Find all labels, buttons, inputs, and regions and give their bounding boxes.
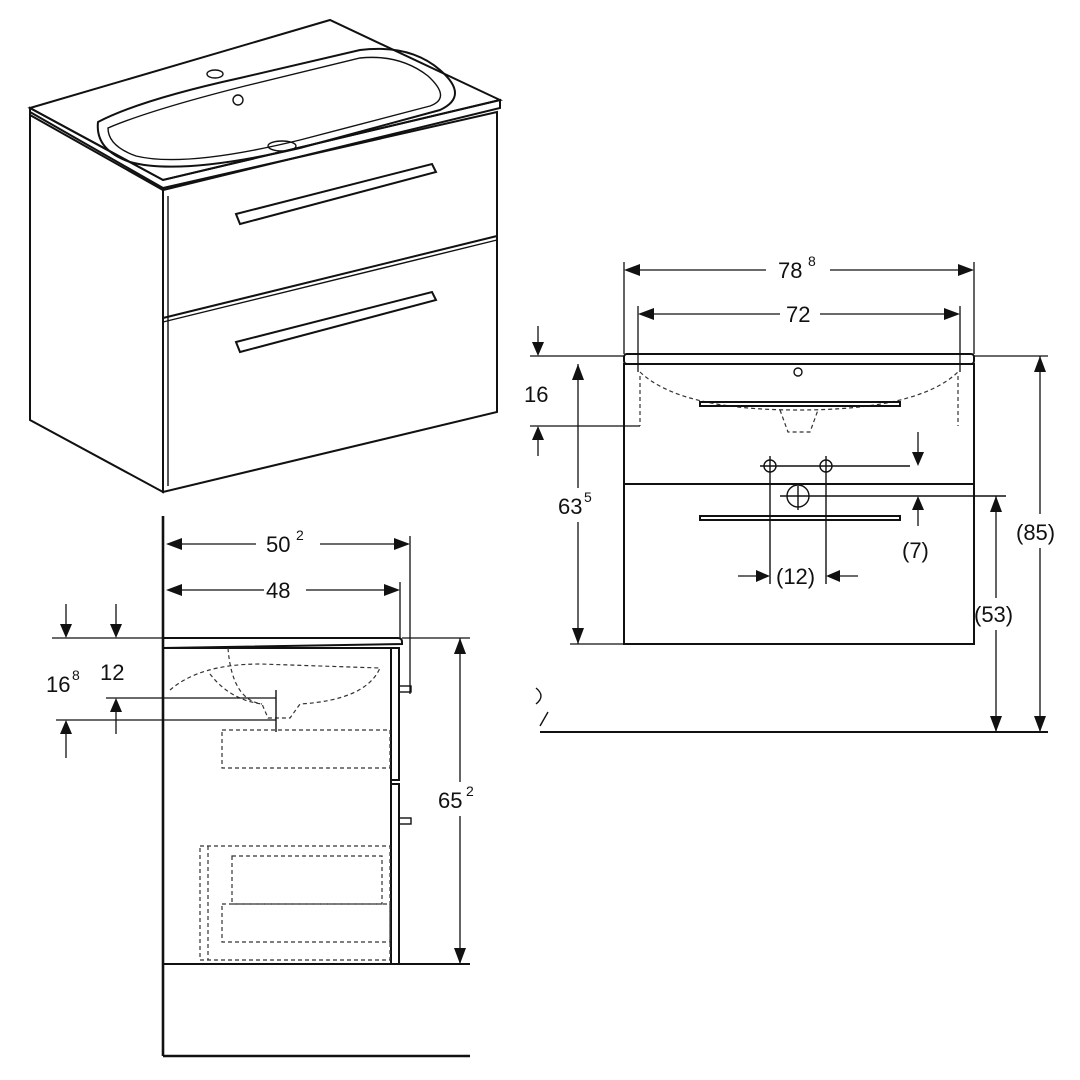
dim-front-total-height: (85) [1016, 520, 1055, 545]
dim-front-drain-spacing: (12) [776, 564, 815, 589]
dim-side-depth-cabinet: 48 [266, 578, 290, 603]
front-cabinet [623, 363, 975, 645]
dim-side-depth-total: 50 [266, 532, 290, 557]
dim-front-cabinet-height: 63 [558, 494, 582, 519]
side-upper-drawer-front [390, 647, 400, 781]
tap-hole [206, 69, 224, 79]
basin-edge [29, 98, 501, 192]
dim-front-cabinet-height-sup: 5 [584, 489, 592, 505]
front-view: 78 8 72 16 63 5 (85) [524, 253, 1055, 733]
isometric-view [27, 18, 504, 494]
front-upper-handle [699, 401, 901, 407]
dim-front-basin-depth: 16 [524, 382, 548, 407]
front-basin-top [623, 353, 975, 365]
cabinet-front [162, 110, 498, 494]
side-cabinet [162, 647, 392, 965]
dim-side-basin-depth-sup: 8 [72, 667, 80, 683]
drain-hole [267, 140, 297, 152]
upper-drawer-handle [234, 162, 438, 226]
side-hidden-bowl [169, 663, 381, 719]
side-upper-handle [398, 685, 412, 693]
dim-width-basin: 72 [786, 302, 810, 327]
dim-side-height: 65 [438, 788, 462, 813]
overflow-hole [232, 94, 244, 106]
side-lower-handle [398, 817, 412, 825]
dim-side-height-sup: 2 [466, 783, 474, 799]
dim-side-trap-depth: 12 [100, 660, 124, 685]
side-basin-top [162, 637, 403, 650]
front-lower-handle [699, 515, 901, 521]
side-lower-drawer-front [390, 783, 400, 965]
dim-side-depth-total-sup: 2 [296, 527, 304, 543]
front-hidden-bowl [639, 371, 959, 411]
side-view: 50 2 48 16 8 12 65 2 [46, 516, 474, 1058]
drawer-divider [162, 235, 498, 319]
basin-bowl [96, 47, 456, 168]
dim-front-floor-height: (53) [974, 602, 1013, 627]
side-hidden-upper-drawer [221, 729, 391, 769]
dim-side-basin-depth: 16 [46, 672, 70, 697]
side-hidden-lower-drawer [199, 845, 391, 961]
lower-drawer-handle [234, 290, 438, 354]
dim-front-drain-offset: (7) [902, 538, 929, 563]
dim-width-total-sup: 8 [808, 253, 816, 269]
dim-width-total: 78 [778, 258, 802, 283]
